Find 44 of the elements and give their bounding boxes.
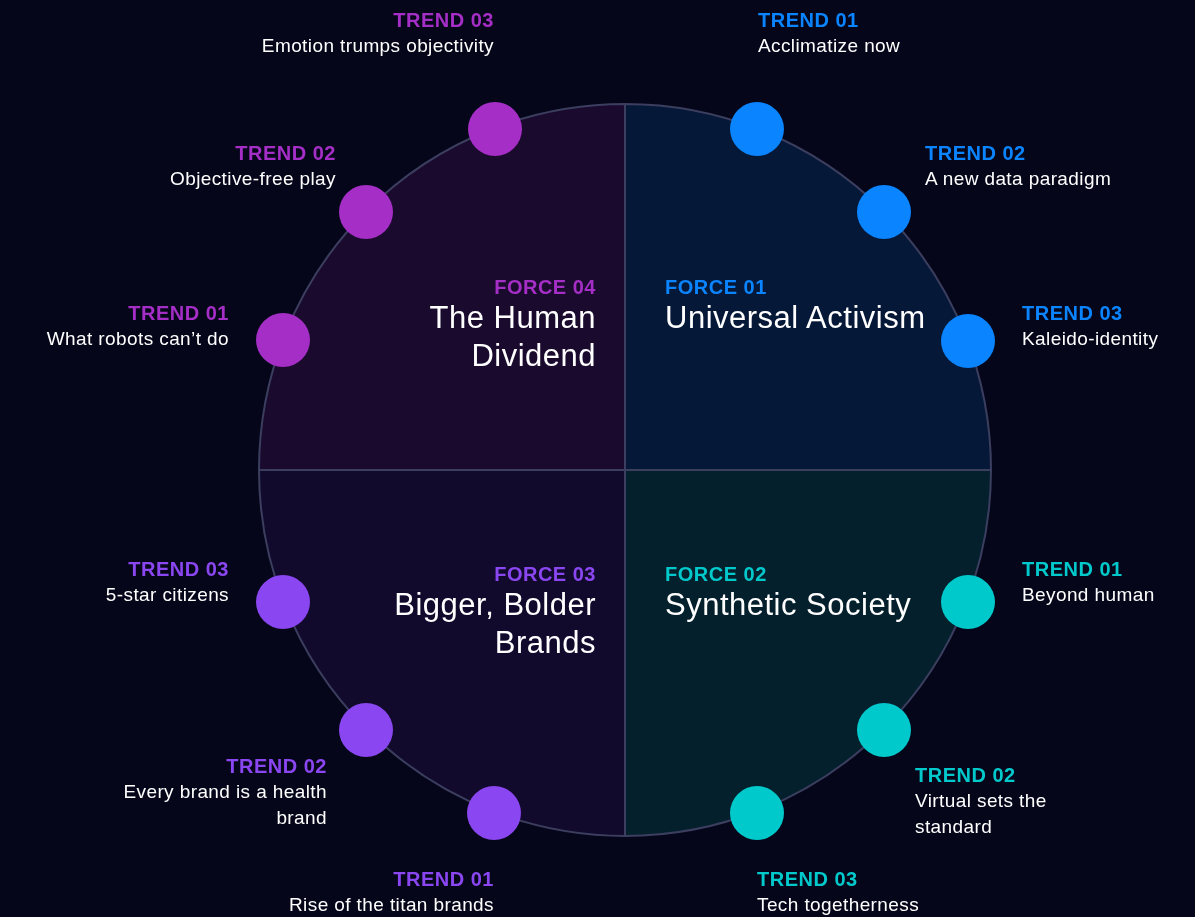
trend-title: What robots can’t do <box>46 327 229 351</box>
trend-title: Kaleido-identity <box>1022 327 1159 351</box>
trend-title: 5-star citizens <box>105 583 229 607</box>
trend-number: TREND 02 <box>235 141 336 165</box>
trend-dot <box>941 575 995 629</box>
trend-dot <box>857 703 911 757</box>
trend-number: TREND 01 <box>128 301 229 325</box>
trend-title: Every brand is a health brand <box>122 780 327 830</box>
trend-dot <box>256 313 310 367</box>
trend-dot <box>730 786 784 840</box>
trend-number: TREND 01 <box>1022 557 1123 581</box>
trend-number: TREND 01 <box>393 867 494 891</box>
force-number: FORCE 03 <box>493 562 596 586</box>
trend-title: Tech togetherness <box>757 893 920 917</box>
trend-title: Rise of the titan brands <box>289 893 494 917</box>
trend-dot <box>941 314 995 368</box>
force-title: Bigger, Bolder Brands <box>393 586 596 662</box>
trend-dot <box>467 786 521 840</box>
trend-title: Beyond human <box>1022 583 1155 607</box>
force-title: Synthetic Society <box>665 586 913 624</box>
force-title: The Human Dividend <box>428 299 596 375</box>
force-title: Universal Activism <box>665 299 927 337</box>
trend-number: TREND 03 <box>393 8 494 32</box>
trend-dot <box>339 703 393 757</box>
trend-dot <box>857 185 911 239</box>
trend-title: Acclimatize now <box>758 34 901 58</box>
trend-number: TREND 01 <box>758 8 859 32</box>
trend-dot <box>730 102 784 156</box>
trend-title: Emotion trumps objectivity <box>261 34 494 58</box>
trend-dot <box>468 102 522 156</box>
trend-number: TREND 02 <box>226 754 327 778</box>
trend-number: TREND 02 <box>915 763 1016 787</box>
force-number: FORCE 04 <box>493 275 596 299</box>
trend-number: TREND 03 <box>757 867 858 891</box>
force-number: FORCE 01 <box>665 275 768 299</box>
trend-number: TREND 03 <box>128 557 229 581</box>
trend-number: TREND 03 <box>1022 301 1123 325</box>
trend-title: A new data paradigm <box>925 167 1112 191</box>
trend-title: Objective-free play <box>170 167 336 191</box>
force-number: FORCE 02 <box>665 562 768 586</box>
trend-number: TREND 02 <box>925 141 1026 165</box>
trend-dot <box>256 575 310 629</box>
trend-dot <box>339 185 393 239</box>
trend-title: Virtual sets the standard <box>915 789 1048 839</box>
